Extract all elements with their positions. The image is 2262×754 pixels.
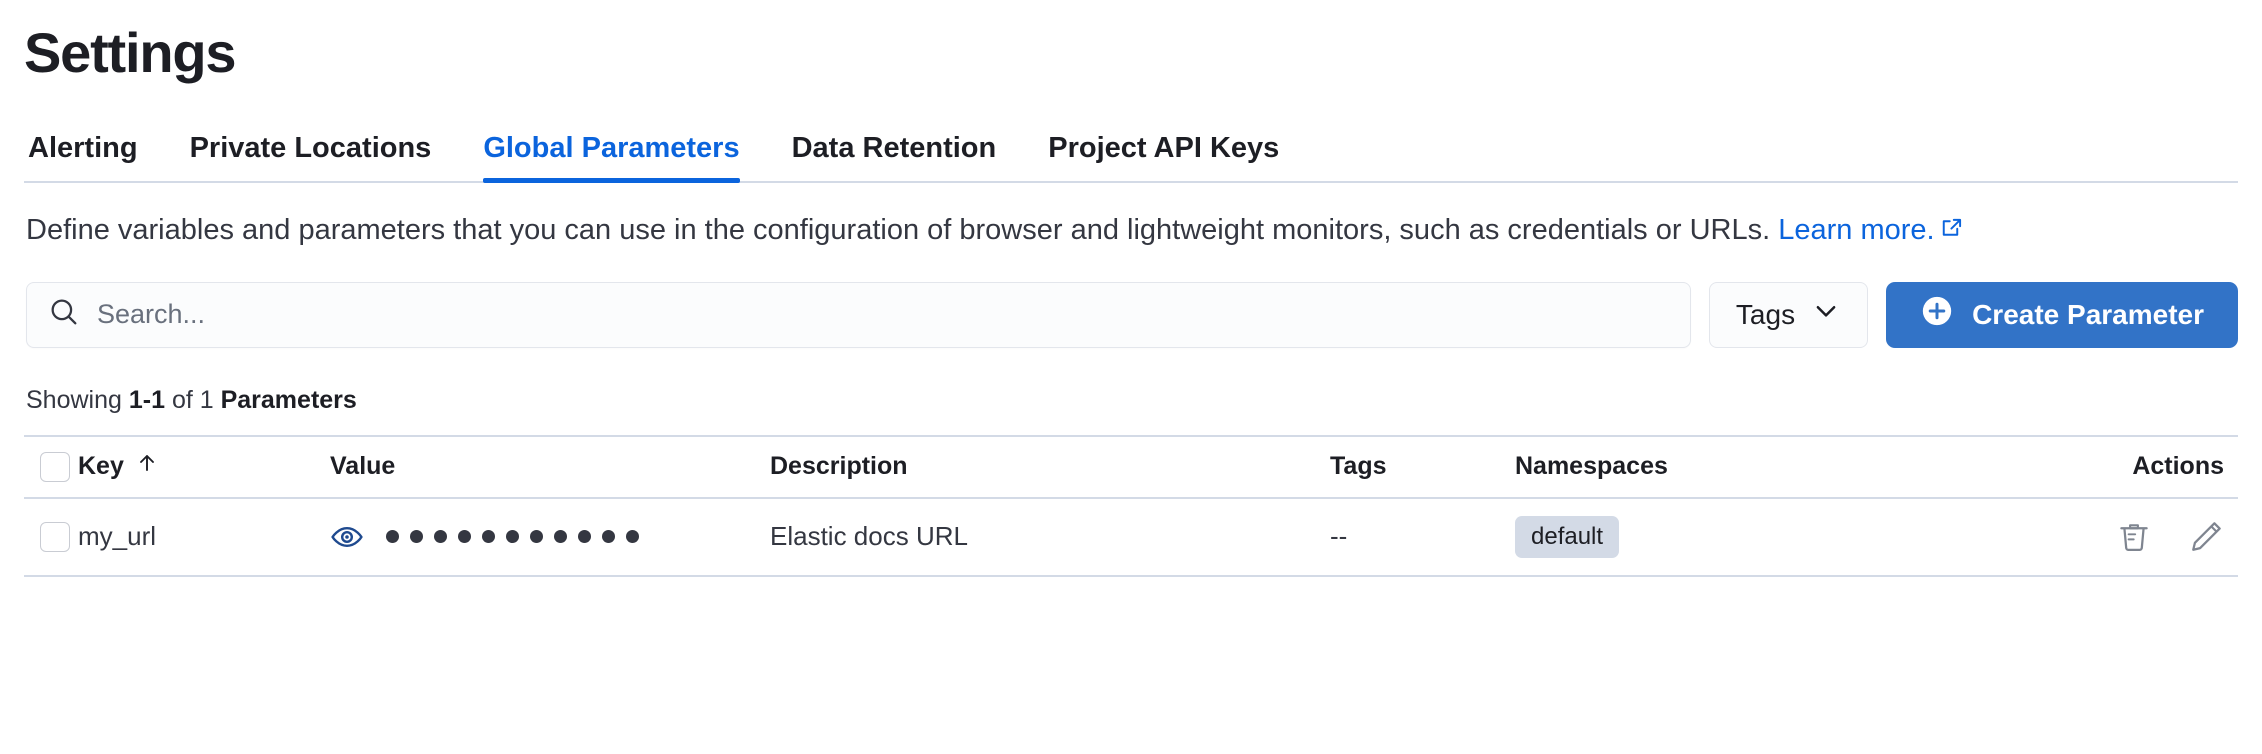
column-header-description: Description: [770, 452, 1330, 481]
tab-label: Global Parameters: [483, 131, 740, 164]
cell-actions: [2055, 519, 2238, 555]
table-row: my_url: [24, 499, 2238, 577]
description-text: Define variables and parameters that you…: [26, 213, 1779, 246]
tab-private-locations[interactable]: Private Locations: [164, 131, 458, 181]
create-parameter-label: Create Parameter: [1972, 298, 2204, 330]
column-header-key[interactable]: Key: [78, 451, 330, 482]
mask-dot: [530, 530, 543, 544]
table-head: Key Value Description Tags: [24, 437, 2238, 499]
mask-dot: [458, 530, 471, 544]
tab-label: Data Retention: [791, 131, 997, 164]
column-header-tags: Tags: [1330, 452, 1515, 481]
tab-project-api-keys[interactable]: Project API Keys: [1022, 131, 1305, 181]
results-summary: Showing 1-1 of 1 Parameters: [24, 386, 2238, 415]
mask-dot: [410, 530, 423, 544]
column-tags-label: Tags: [1330, 452, 1387, 481]
tags-filter-label: Tags: [1735, 298, 1796, 330]
column-key-sort[interactable]: Key: [78, 451, 159, 482]
eye-icon[interactable]: [330, 520, 364, 554]
mask-dot: [386, 530, 399, 544]
search-input[interactable]: [97, 299, 1670, 331]
create-parameter-button[interactable]: Create Parameter: [1886, 281, 2238, 348]
parameters-table: Key Value Description Tags: [24, 434, 2238, 577]
tab-label: Project API Keys: [1048, 131, 1280, 164]
controls-row: Tags Create Parameter: [24, 281, 2238, 348]
tab-label: Private Locations: [189, 131, 432, 164]
tab-data-retention[interactable]: Data Retention: [766, 131, 1023, 181]
page-description: Define variables and parameters that you…: [24, 209, 2234, 252]
settings-page: Settings Alerting Private Locations Glob…: [24, 21, 2238, 577]
arrow-up-icon: [135, 451, 159, 482]
row-select-cell: [24, 521, 78, 552]
search-box[interactable]: [26, 281, 1691, 348]
column-description-label: Description: [770, 452, 908, 481]
trash-icon[interactable]: [2116, 519, 2152, 555]
search-icon: [47, 295, 81, 334]
column-value-label: Value: [330, 452, 396, 481]
page-title: Settings: [24, 21, 237, 84]
mask-dot: [554, 530, 567, 544]
mask-dot: [506, 530, 519, 544]
mask-dot: [626, 530, 639, 544]
row-checkbox[interactable]: [40, 521, 70, 552]
chevron-down-icon: [1811, 296, 1841, 333]
column-header-namespaces: Namespaces: [1515, 452, 2055, 481]
cell-key: my_url: [78, 521, 157, 552]
tab-alerting[interactable]: Alerting: [24, 131, 164, 181]
learn-more-link[interactable]: Learn more.: [1778, 213, 1935, 246]
plus-circle-icon: [1920, 294, 1954, 335]
mask-dot: [434, 530, 447, 544]
cell-namespaces: default: [1515, 515, 2055, 558]
tab-label: Alerting: [28, 131, 138, 164]
summary-prefix: Showing: [26, 385, 129, 414]
cell-description: Elastic docs URL: [770, 521, 968, 552]
mask-dot: [578, 530, 591, 544]
tags-filter-button[interactable]: Tags: [1708, 281, 1869, 348]
column-actions-label: Actions: [2132, 452, 2224, 481]
settings-tabs: Alerting Private Locations Global Parame…: [24, 121, 2238, 183]
summary-noun: Parameters: [220, 385, 357, 414]
table-body: my_url: [24, 499, 2238, 577]
column-namespaces-label: Namespaces: [1515, 452, 1668, 481]
summary-middle: of 1: [165, 385, 221, 414]
cell-value: [330, 520, 770, 554]
namespace-badge: default: [1515, 515, 1620, 558]
column-header-actions: Actions: [2055, 452, 2238, 481]
select-all-checkbox[interactable]: [40, 451, 70, 482]
pencil-icon[interactable]: [2188, 519, 2224, 555]
mask-dot: [602, 530, 615, 544]
external-link-icon: [1940, 210, 1964, 252]
cell-tags: --: [1330, 521, 1348, 552]
select-all-cell: [24, 451, 78, 482]
mask-dot: [482, 530, 495, 544]
tab-global-parameters[interactable]: Global Parameters: [457, 131, 765, 183]
masked-value: [386, 530, 639, 544]
summary-range: 1-1: [128, 385, 165, 414]
column-header-value: Value: [330, 452, 770, 481]
column-key-label: Key: [78, 452, 124, 481]
table-header-row: Key Value Description Tags: [24, 437, 2238, 499]
